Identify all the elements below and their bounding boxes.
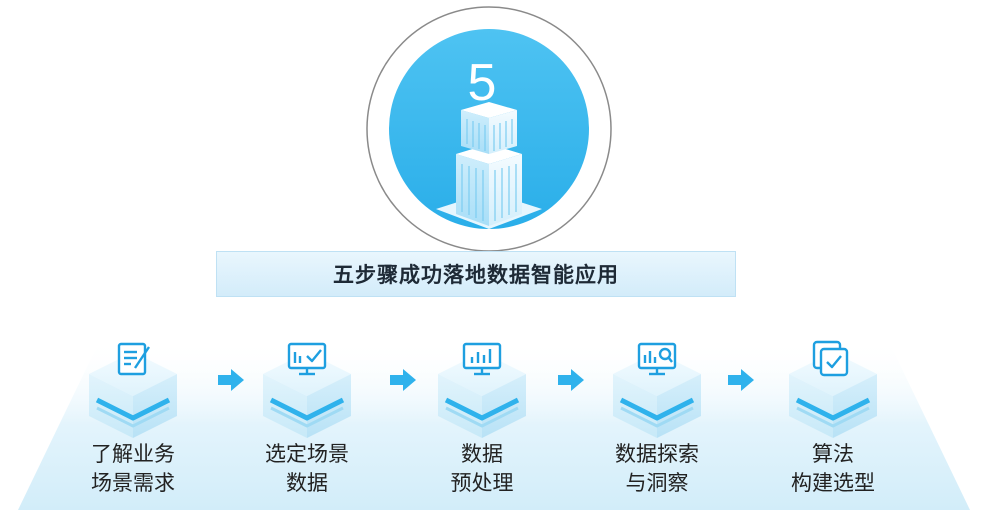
step-1-line-2: 场景需求 — [91, 471, 175, 495]
step-5-line-2: 构建选型 — [791, 471, 875, 495]
arrow-right-icon — [728, 369, 754, 391]
step-data-preprocessing: 数据 预处理 — [407, 338, 557, 508]
step-select-scenario-data: 选定场景 数据 — [232, 338, 382, 508]
step-3-line-2: 预处理 — [450, 471, 514, 495]
arrow-right-icon — [218, 369, 244, 391]
badge-number: 5 — [468, 54, 497, 112]
monitor-bar-chart-icon — [432, 342, 532, 438]
monitor-analysis-search-icon — [607, 342, 707, 438]
step-data-exploration: 数据探索 与洞察 — [582, 338, 732, 508]
step-4-line-2: 与洞察 — [625, 471, 689, 495]
step-algorithm-selection: 算法 构建选型 — [758, 338, 908, 508]
stacked-check-icon — [783, 340, 883, 438]
step-5-line-1: 算法 — [812, 442, 854, 466]
arrow-right-icon — [558, 369, 584, 391]
arrow-right-icon — [390, 369, 416, 391]
step-understand-requirements: 了解业务 场景需求 — [58, 338, 208, 508]
monitor-chart-check-icon — [257, 342, 357, 438]
badge-five-steps: 5 — [364, 4, 614, 254]
step-2-line-2: 数据 — [286, 471, 328, 495]
page-title: 五步骤成功落地数据智能应用 — [216, 251, 736, 297]
step-3-line-1: 数据 — [461, 442, 503, 466]
step-4-line-1: 数据探索 — [615, 442, 699, 466]
page-title-text: 五步骤成功落地数据智能应用 — [333, 263, 619, 287]
step-1-line-1: 了解业务 — [91, 442, 175, 466]
edit-document-icon — [83, 342, 183, 438]
step-2-line-1: 选定场景 — [265, 442, 349, 466]
